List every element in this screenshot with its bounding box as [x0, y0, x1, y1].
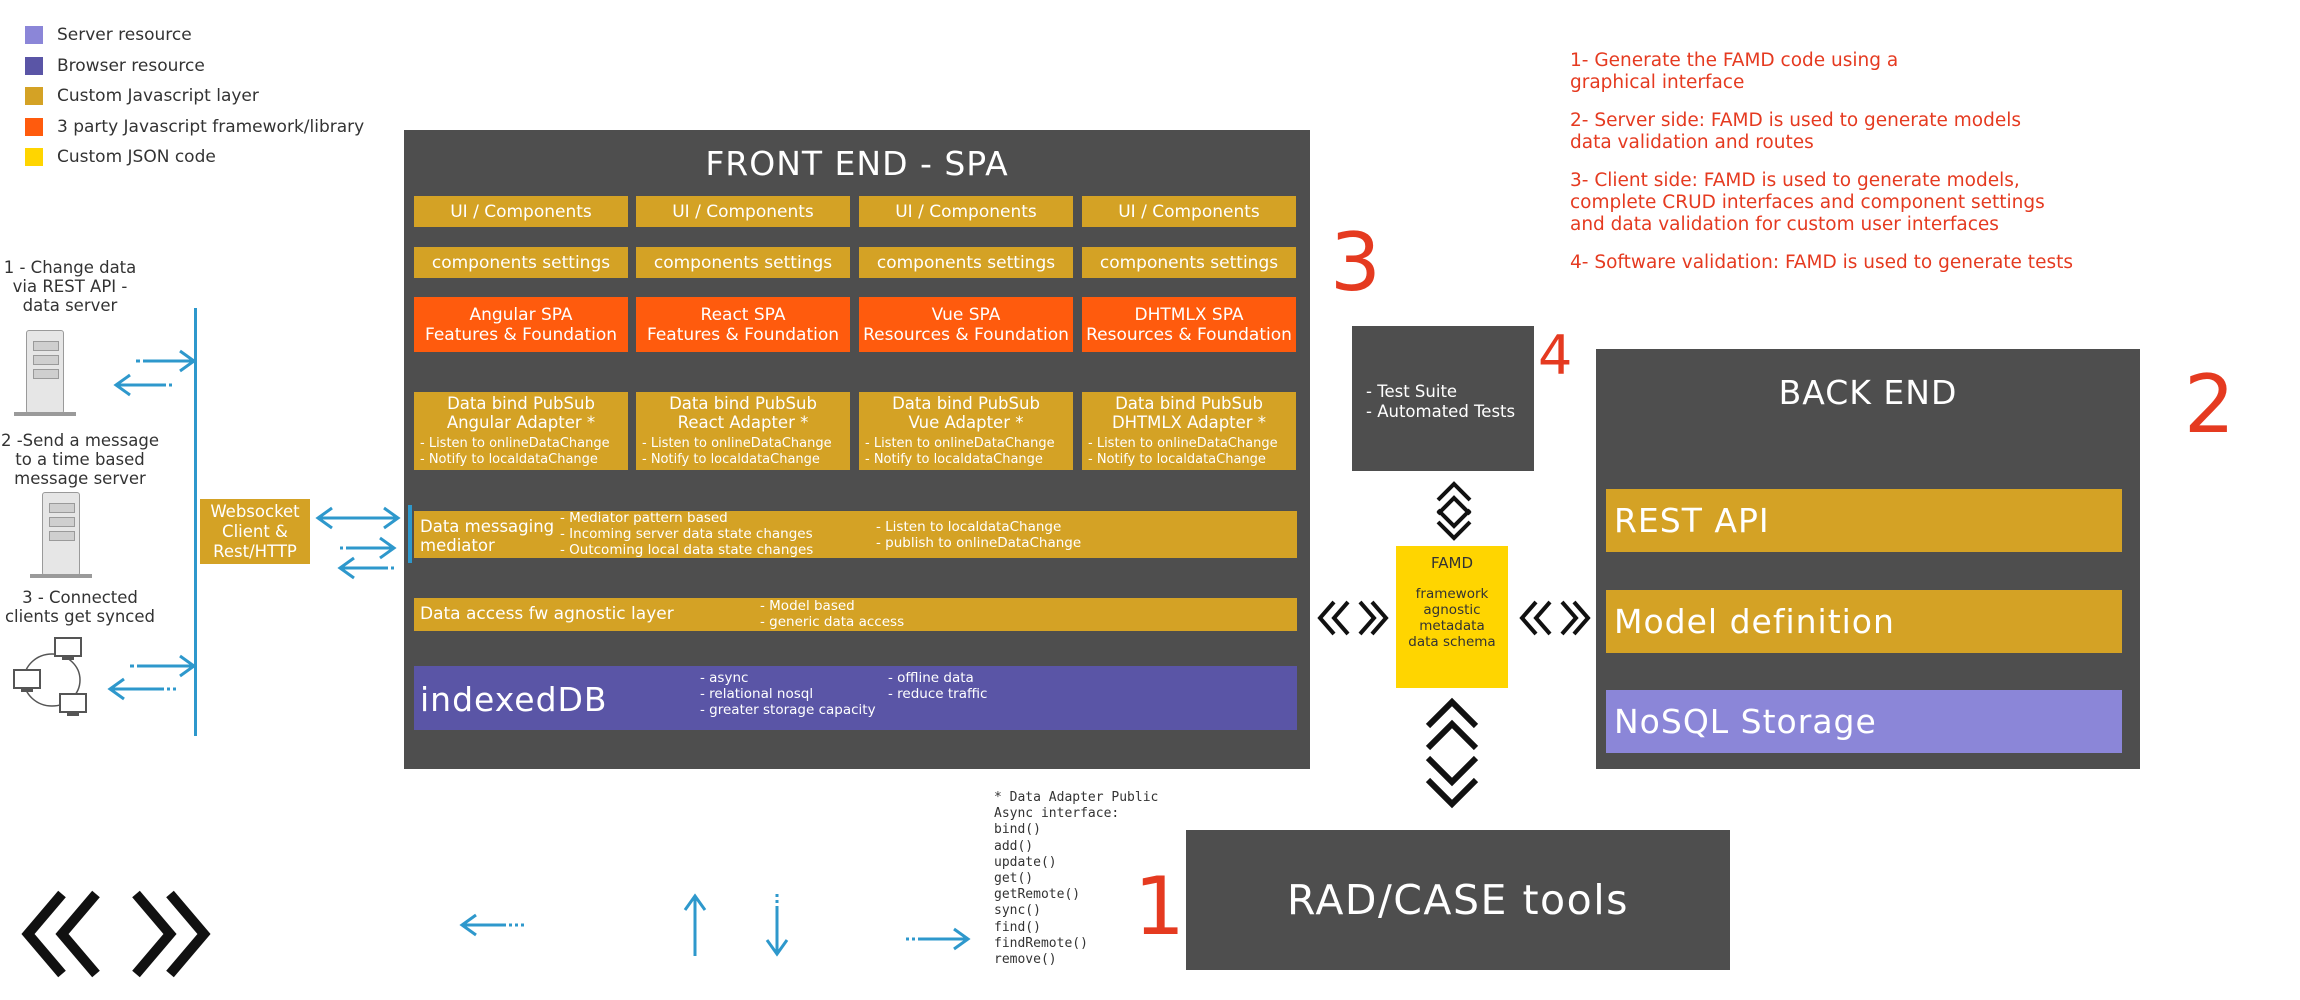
rest-api-bar: REST API	[1606, 489, 2122, 552]
nosql-storage-bar: NoSQL Storage	[1606, 690, 2122, 753]
legend-swatch	[25, 26, 43, 45]
number-1: 1	[1134, 860, 1185, 953]
server-icon	[14, 330, 76, 416]
indexeddb-bar: indexedDB - async - relational nosql - g…	[414, 666, 1297, 730]
note-2: 2- Server side: FAMD is used to generate…	[1570, 110, 2021, 153]
legend: Server resource Browser resource Custom …	[25, 20, 364, 173]
network-bus-line	[194, 308, 197, 736]
websocket-arrows-icon	[315, 506, 401, 580]
ui-components-cell: UI / Components	[1082, 196, 1296, 227]
down-arrow-icon	[765, 894, 789, 957]
note-4: 4- Software validation: FAMD is used to …	[1570, 252, 2073, 273]
note-1: 1- Generate the FAMD code using a graphi…	[1570, 50, 1899, 93]
left-arrow-icon	[459, 913, 524, 937]
number-3: 3	[1330, 216, 1381, 309]
rad-case-tools-box: RAD/CASE tools	[1186, 830, 1730, 970]
right-arrow-icon	[906, 927, 971, 951]
bidirectional-arrow-icon	[113, 349, 197, 397]
model-definition-bar: Model definition	[1606, 590, 2122, 653]
adapter-title: Data bind PubSub DHTMLX Adapter *	[1111, 394, 1267, 432]
adapter-title: Data bind PubSub Vue Adapter *	[892, 394, 1040, 432]
mediator-notes-2: - Listen to localdataChange - publish to…	[876, 519, 1082, 551]
bidirectional-chevron-icon	[1519, 600, 1591, 636]
indexeddb-notes: - async - relational nosql - greater sto…	[700, 670, 876, 718]
ui-components-cell: UI / Components	[636, 196, 850, 227]
adapter-sub: - Listen to onlineDataChange - Notify to…	[1088, 436, 1278, 467]
adapter-interface-note: * Data Adapter Public Async interface: b…	[994, 790, 1159, 968]
up-down-chevrons-large-icon	[1425, 697, 1479, 809]
legend-label: Server resource	[57, 25, 192, 46]
component-settings-cell: components settings	[636, 247, 850, 278]
adapter-react: Data bind PubSub React Adapter * - Liste…	[636, 392, 850, 470]
bidirectional-arrow-icon	[107, 654, 196, 701]
network-icon	[13, 637, 87, 716]
data-access-layer: Data access fw agnostic layer - Model ba…	[414, 598, 1297, 631]
legend-swatch	[25, 87, 43, 106]
indexeddb-title: indexedDB	[420, 680, 608, 719]
famd-description: framework agnostic metadata data schema	[1408, 586, 1496, 650]
ui-components-cell: UI / Components	[859, 196, 1073, 227]
adapter-title: Data bind PubSub Angular Adapter *	[446, 394, 596, 432]
backend-title: BACK END	[1778, 373, 1958, 412]
legend-item-custom-js: Custom Javascript layer	[25, 81, 364, 112]
ui-components-cell: UI / Components	[414, 196, 628, 227]
test-suite-box: - Test Suite - Automated Tests	[1352, 326, 1534, 471]
step-3-label: 3 - Connected clients get synced	[4, 588, 155, 626]
legend-swatch	[25, 148, 43, 167]
framework-react: React SPA Features & Foundation	[636, 297, 850, 352]
component-settings-cell: components settings	[1082, 247, 1296, 278]
step-1-label: 1 - Change data via REST API - data serv…	[3, 258, 137, 315]
famd-box: FAMD framework agnostic metadata data sc…	[1396, 546, 1508, 688]
famd-title: FAMD	[1430, 554, 1473, 572]
legend-label: Custom Javascript layer	[57, 86, 259, 107]
framework-vue: Vue SPA Resources & Foundation	[859, 297, 1073, 352]
adapter-dhtmlx: Data bind PubSub DHTMLX Adapter * - List…	[1082, 392, 1296, 470]
adapter-vue: Data bind PubSub Vue Adapter * - Listen …	[859, 392, 1073, 470]
legend-swatch	[25, 56, 43, 75]
data-messaging-mediator: Data messaging mediator - Mediator patte…	[408, 505, 1297, 563]
legend-label: 3 party Javascript framework/library	[57, 116, 365, 137]
component-settings-cell: components settings	[859, 247, 1073, 278]
number-4: 4	[1538, 324, 1573, 387]
access-layer-title: Data access fw agnostic layer	[420, 604, 674, 624]
backend-panel: BACK END REST API Model definition NoSQL…	[1596, 349, 2140, 769]
step-2-label: 2 -Send a message to a time based messag…	[0, 431, 159, 488]
adapter-sub: - Listen to onlineDataChange - Notify to…	[420, 436, 610, 467]
legend-swatch	[25, 117, 43, 136]
frontend-title: FRONT END - SPA	[705, 144, 1009, 183]
mediator-title: Data messaging mediator	[420, 517, 555, 555]
mediator-notes: - Mediator pattern based - Incoming serv…	[560, 510, 814, 558]
up-arrow-icon	[683, 893, 707, 956]
legend-label: Browser resource	[57, 55, 205, 76]
adapter-angular: Data bind PubSub Angular Adapter * - Lis…	[414, 392, 628, 470]
up-down-chevrons-icon	[1436, 481, 1472, 541]
adapter-sub: - Listen to onlineDataChange - Notify to…	[642, 436, 832, 467]
legend-item-json: Custom JSON code	[25, 142, 364, 173]
frontend-panel: FRONT END - SPA UI / Components UI / Com…	[404, 130, 1310, 769]
component-settings-cell: components settings	[414, 247, 628, 278]
notes-block: 1- Generate the FAMD code using a graphi…	[1570, 50, 2073, 290]
server-icon	[30, 492, 92, 578]
large-bidirectional-chevron-icon	[21, 890, 211, 978]
legend-item-server: Server resource	[25, 20, 364, 51]
number-2: 2	[2184, 358, 2235, 451]
indexeddb-notes-2: - offline data - reduce traffic	[888, 670, 988, 702]
bidirectional-chevron-icon	[1317, 600, 1389, 636]
legend-label: Custom JSON code	[57, 147, 216, 168]
connector-line	[408, 505, 412, 563]
framework-dhtmlx: DHTMLX SPA Resources & Foundation	[1082, 297, 1296, 352]
websocket-box: Websocket Client & Rest/HTTP	[200, 499, 310, 564]
legend-item-browser: Browser resource	[25, 51, 364, 82]
access-layer-notes: - Model based - generic data access	[760, 598, 905, 630]
note-3: 3- Client side: FAMD is used to generate…	[1570, 170, 2045, 235]
adapter-title: Data bind PubSub React Adapter *	[669, 394, 817, 432]
adapter-sub: - Listen to onlineDataChange - Notify to…	[865, 436, 1055, 467]
legend-item-3party: 3 party Javascript framework/library	[25, 112, 364, 143]
framework-angular: Angular SPA Features & Foundation	[414, 297, 628, 352]
test-suite-text: - Test Suite - Automated Tests	[1366, 382, 1516, 421]
